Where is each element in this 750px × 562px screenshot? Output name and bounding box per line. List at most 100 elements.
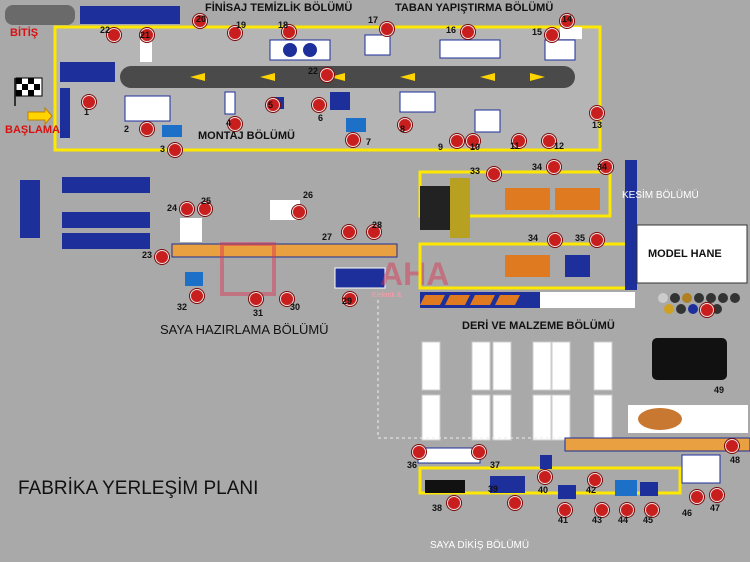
station-number-label: 25 bbox=[201, 196, 212, 206]
station-marker bbox=[346, 133, 360, 147]
station-number-label: 27 bbox=[322, 232, 333, 242]
saya-left-rack bbox=[20, 180, 40, 238]
station-number-label: 34 bbox=[528, 233, 539, 243]
station-marker bbox=[645, 503, 659, 517]
station-21-machine bbox=[140, 38, 152, 62]
material-shelves bbox=[421, 341, 613, 441]
station-marker bbox=[548, 233, 562, 247]
station-marker bbox=[560, 14, 574, 28]
station-number-label: 31 bbox=[253, 308, 264, 318]
conveyor-belt bbox=[120, 66, 575, 88]
cutting-section-label: KESİM BÖLÜMÜ bbox=[622, 190, 699, 201]
station-15-machine bbox=[544, 39, 576, 61]
station-number-label: 11 bbox=[510, 141, 520, 151]
station-marker bbox=[508, 496, 522, 510]
station-24-machine bbox=[180, 218, 202, 242]
station-number-label: 8 bbox=[400, 124, 406, 134]
watermark-logo: AHA bbox=[220, 242, 449, 296]
upper-preparation-section-label: SAYA HAZIRLAMA BÖLÜMÜ bbox=[160, 322, 329, 337]
station-40-machine bbox=[540, 455, 552, 469]
station-4-machine bbox=[224, 91, 236, 115]
station-number-label: 33 bbox=[470, 166, 481, 176]
station-17-machine bbox=[364, 34, 391, 56]
station-45-machine bbox=[640, 482, 658, 496]
station-number-label: 40 bbox=[538, 485, 549, 495]
station-number-label: 39 bbox=[488, 484, 499, 494]
station-marker bbox=[190, 289, 204, 303]
start-side-rack bbox=[60, 88, 70, 138]
finishing-cleaning-section-label: FİNİSAJ TEMİZLİK BÖLÜMÜ bbox=[205, 2, 353, 14]
station-number-label: 22 bbox=[100, 25, 111, 35]
station-marker bbox=[367, 225, 381, 239]
station-marker bbox=[320, 68, 334, 82]
station-marker bbox=[700, 303, 714, 317]
station-marker bbox=[590, 106, 604, 120]
station-marker bbox=[447, 496, 461, 510]
station-marker bbox=[312, 98, 326, 112]
station-marker bbox=[228, 26, 242, 40]
station-number-label: 44 bbox=[618, 515, 629, 525]
station-2-machine bbox=[124, 95, 171, 122]
factory-layout-plan-title: FABRİKA YERLEŞİM PLANI bbox=[18, 478, 259, 499]
station-38-machine bbox=[425, 480, 465, 493]
station-number-label: 20 bbox=[196, 14, 207, 24]
saya-preparation-line bbox=[171, 243, 398, 258]
station-number-label: 42 bbox=[586, 485, 597, 495]
start-arrow-icon bbox=[27, 106, 53, 126]
station-36-machine bbox=[417, 447, 481, 464]
station-marker bbox=[725, 439, 739, 453]
station-marker bbox=[595, 503, 609, 517]
station-number-label: 3 bbox=[160, 144, 166, 154]
leather-hide bbox=[638, 408, 682, 430]
thread-spools bbox=[658, 293, 740, 314]
assembly-section-label: MONTAJ BÖLÜMÜ bbox=[198, 130, 295, 142]
station-marker bbox=[542, 134, 556, 148]
station-marker bbox=[249, 292, 263, 306]
station-number-label: 32 bbox=[177, 302, 188, 312]
station-number-label: 43 bbox=[592, 515, 603, 525]
station-number-label: 13 bbox=[592, 120, 603, 130]
station-marker bbox=[690, 490, 704, 504]
sewing-line bbox=[564, 437, 750, 452]
station-49-machine bbox=[652, 338, 727, 380]
station-marker bbox=[599, 160, 613, 174]
watermark-text: Elektrik & bbox=[372, 292, 402, 299]
station-marker bbox=[380, 22, 394, 36]
station-marker bbox=[155, 250, 169, 264]
model-room-box bbox=[636, 224, 748, 284]
station-marker bbox=[168, 143, 182, 157]
station-10-machine bbox=[474, 109, 501, 133]
station-marker bbox=[266, 98, 280, 112]
station-marker bbox=[193, 14, 207, 28]
finished-goods-rack bbox=[80, 6, 180, 24]
station-marker bbox=[710, 488, 724, 502]
station-number-label: 26 bbox=[303, 190, 314, 200]
station-marker bbox=[558, 503, 572, 517]
station-number-label: 7 bbox=[366, 137, 372, 147]
start-flag-icon bbox=[14, 77, 43, 106]
upper-sewing-section-label: SAYA DİKİŞ BÖLÜMÜ bbox=[430, 540, 530, 551]
station-41-machine bbox=[558, 485, 576, 499]
station-marker bbox=[180, 202, 194, 216]
station-46-machine bbox=[681, 454, 721, 484]
cutting-frame bbox=[450, 178, 470, 238]
saya-rack-1 bbox=[62, 177, 150, 193]
station-number-label: 21 bbox=[140, 30, 151, 40]
station-marker bbox=[198, 202, 212, 216]
station-number-label: 10 bbox=[470, 142, 481, 152]
station-number-label: 4 bbox=[226, 118, 232, 128]
station-marker bbox=[590, 233, 604, 247]
station-marker bbox=[547, 160, 561, 174]
station-number-label: 45 bbox=[643, 515, 654, 525]
station-number-label: 2 bbox=[124, 124, 130, 134]
station-marker bbox=[412, 445, 426, 459]
station-16-machine bbox=[439, 39, 501, 59]
station-marker bbox=[342, 225, 356, 239]
station-number-label: 17 bbox=[368, 15, 379, 25]
station-18-machine bbox=[269, 39, 331, 61]
station-number-label: 34 bbox=[597, 162, 608, 172]
station-marker bbox=[620, 503, 634, 517]
start-label: BAŞLAMA bbox=[5, 124, 60, 136]
station-number-label: 47 bbox=[710, 503, 721, 513]
